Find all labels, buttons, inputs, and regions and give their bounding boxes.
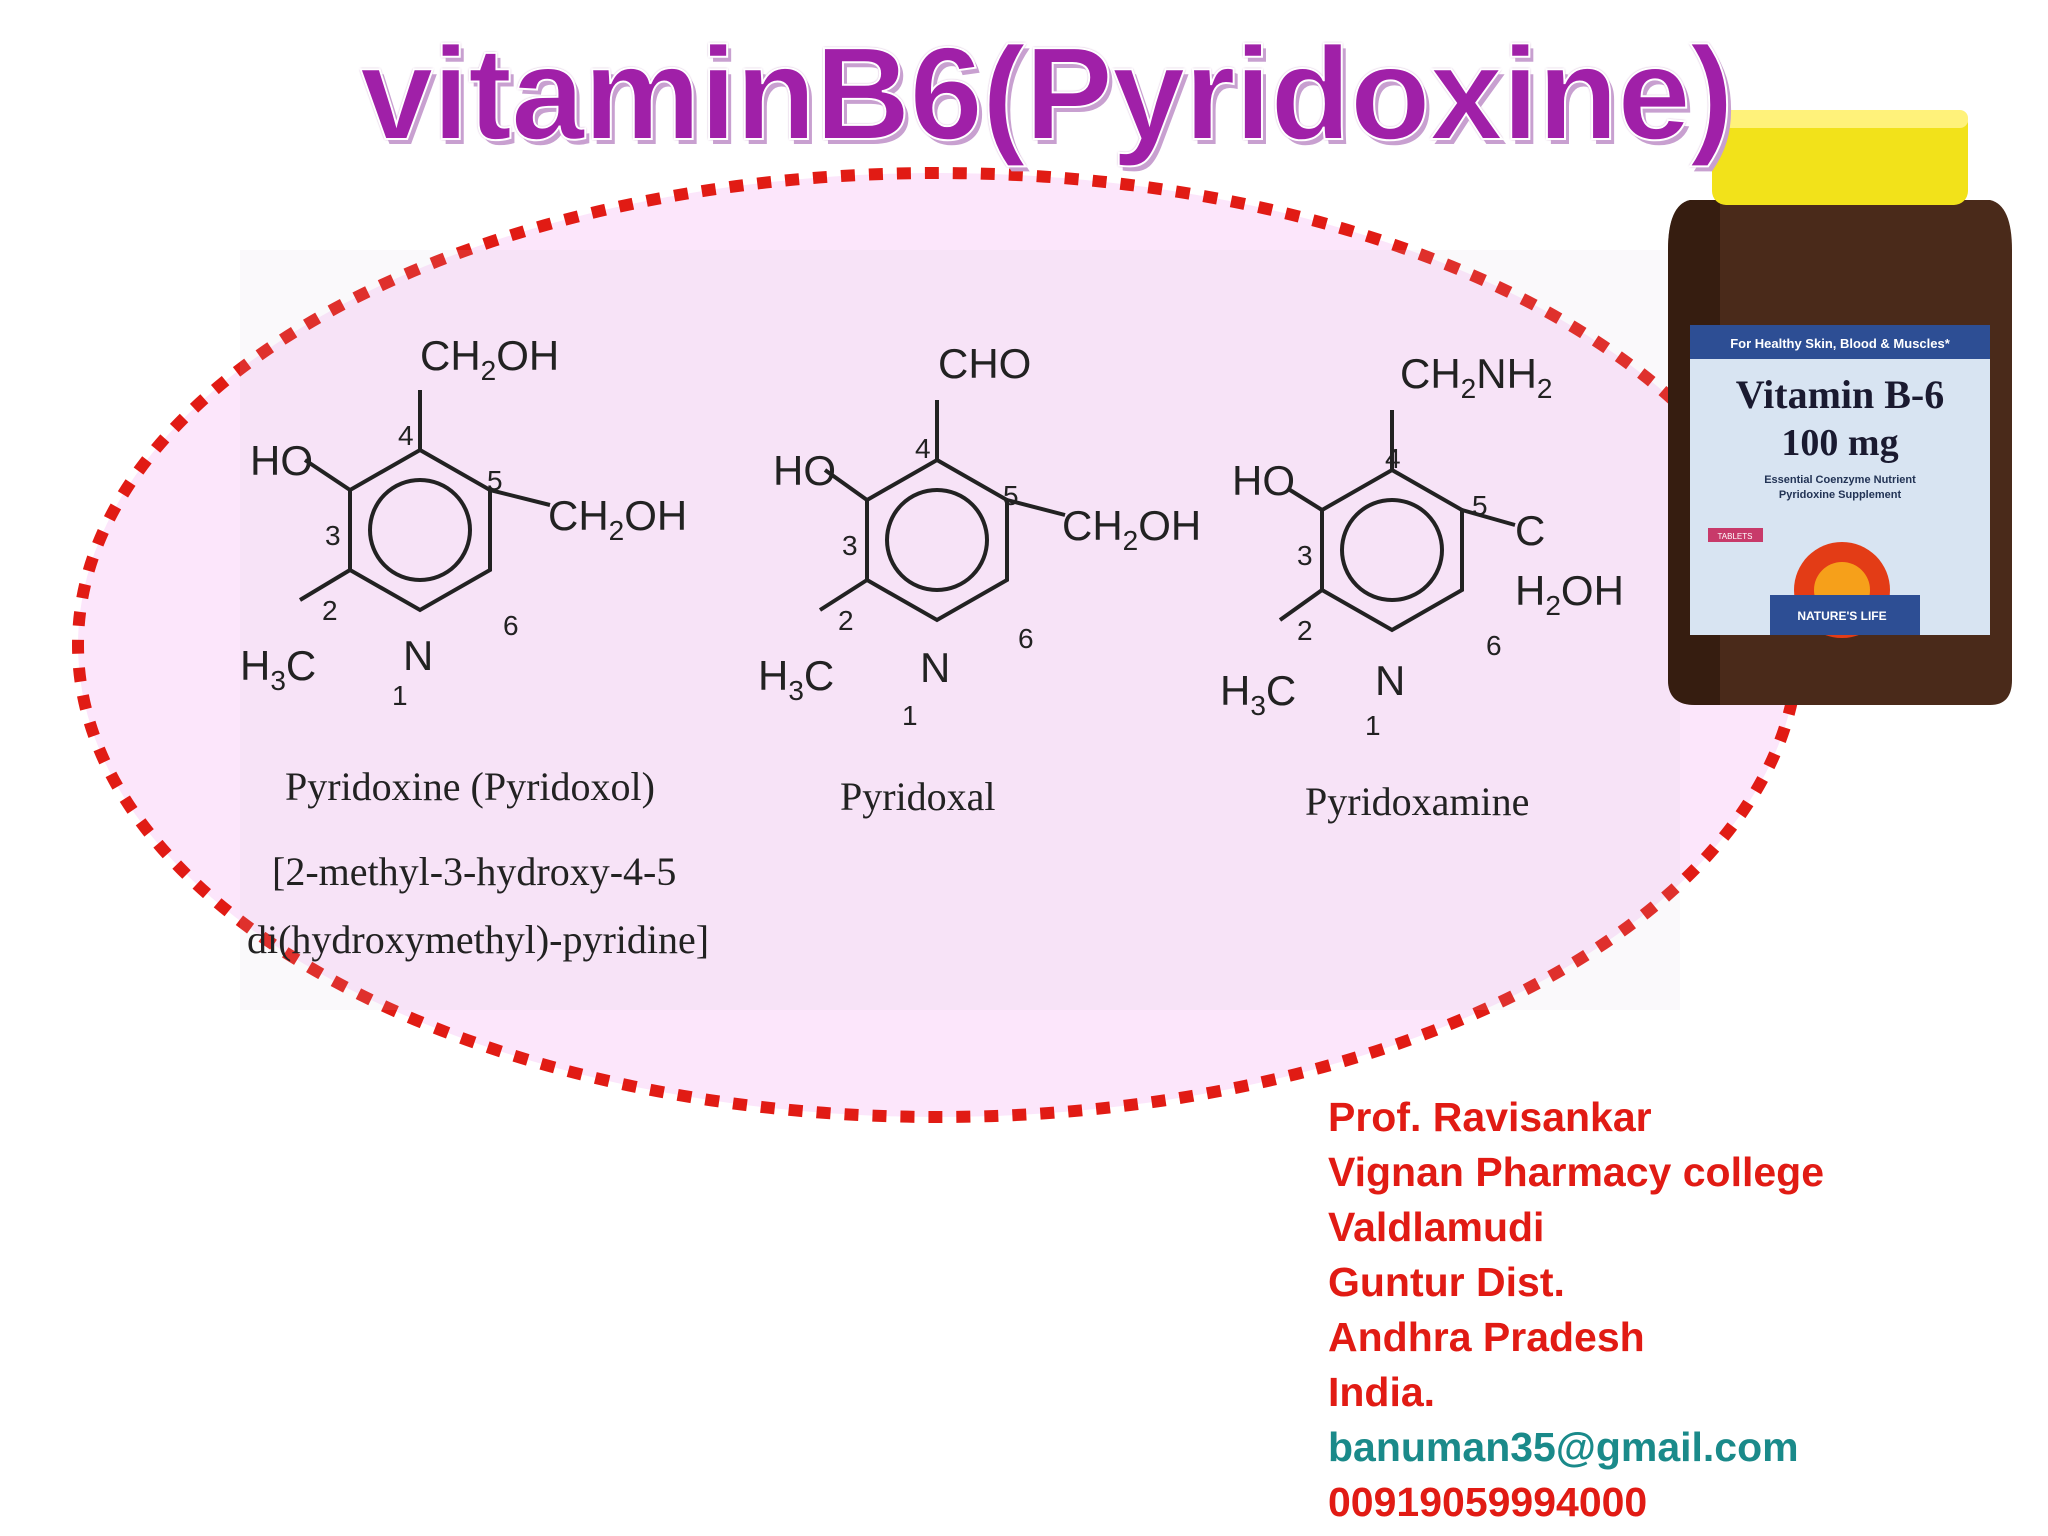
pyridoxal-c3-group: HO <box>773 447 836 494</box>
pyridoxine-iupac-line1: [2-methyl-3-hydroxy-4-5 <box>272 849 676 894</box>
pyridoxine-iupac-line2: di(hydroxymethyl)-pyridine] <box>247 917 709 962</box>
pyridoxine-c2-group: H3C <box>240 642 316 696</box>
author-place: Valdlamudi <box>1328 1204 1545 1250</box>
ring-number: 1 <box>1365 710 1381 741</box>
author-email[interactable]: banuman35@gmail.com <box>1328 1424 1799 1470</box>
author-info-block: Prof. Ravisankar Vignan Pharmacy college… <box>1328 1090 1824 1530</box>
ring-number: 5 <box>487 465 503 496</box>
bottle-subtitle-1: Essential Coenzyme Nutrient <box>1764 474 1916 486</box>
ring-number: 2 <box>1297 615 1313 646</box>
ring-number: 5 <box>1472 490 1488 521</box>
ring-number: 2 <box>838 605 854 636</box>
ring-number: 4 <box>1385 443 1401 474</box>
bottle-dose-text: 100 mg <box>1781 422 1898 464</box>
slide-title: vitaminB6(Pyridoxine) <box>359 19 1735 168</box>
pyridoxal-c4-group: CHO <box>938 340 1031 387</box>
bottle-subtitle-2: Pyridoxine Supplement <box>1779 489 1902 501</box>
ring-number: 3 <box>1297 540 1313 571</box>
author-name: Prof. Ravisankar <box>1328 1094 1652 1140</box>
bottle-banner-text: For Healthy Skin, Blood & Muscles* <box>1730 336 1951 351</box>
ring-number: 6 <box>1018 623 1034 654</box>
ring-number: 6 <box>503 610 519 641</box>
ring-number: 6 <box>1486 630 1502 661</box>
ring-number: 1 <box>902 700 918 731</box>
author-country: India. <box>1328 1369 1436 1415</box>
pyridoxal-c5-group: CH2OH <box>1062 502 1201 556</box>
ring-number: 3 <box>842 530 858 561</box>
pyridoxal-c2-group: H3C <box>758 652 834 706</box>
vitamin-bottle-image: For Healthy Skin, Blood & Muscles* Vitam… <box>1668 110 2012 705</box>
ring-number: 3 <box>325 520 341 551</box>
pyridoxine-c3-group: HO <box>250 437 313 484</box>
author-district: Guntur Dist. <box>1328 1259 1565 1305</box>
pyridoxamine-c3-group: HO <box>1232 457 1295 504</box>
author-state: Andhra Pradesh <box>1328 1314 1645 1360</box>
faint-background-text <box>240 250 1680 1010</box>
author-college: Vignan Pharmacy college <box>1328 1149 1825 1195</box>
pyridoxal-ring-n: N <box>920 644 950 691</box>
pyridoxamine-c5-group-line2: H2OH <box>1515 567 1624 621</box>
ring-number: 2 <box>322 595 338 626</box>
pyridoxal-name: Pyridoxal <box>840 774 996 819</box>
author-phone: 00919059994000 <box>1328 1479 1648 1525</box>
ring-number: 5 <box>1003 480 1019 511</box>
pyridoxamine-c4-group: CH2NH2 <box>1400 350 1553 404</box>
pyridoxine-ring-n: N <box>403 632 433 679</box>
bottle-tag-text: TABLETS <box>1718 532 1753 541</box>
ring-number: 4 <box>915 433 931 464</box>
pyridoxamine-c5-group-line1: C <box>1515 507 1545 554</box>
pyridoxamine-name: Pyridoxamine <box>1305 779 1529 824</box>
bottle-product-text: Vitamin B-6 <box>1736 372 1945 417</box>
ring-number: 4 <box>398 420 414 451</box>
bottle-cap <box>1712 110 1968 205</box>
pyridoxine-name: Pyridoxine (Pyridoxol) <box>285 764 655 809</box>
pyridoxamine-ring-n: N <box>1375 657 1405 704</box>
bottle-brand-text: NATURE'S LIFE <box>1797 609 1886 623</box>
ring-number: 1 <box>392 680 408 711</box>
pyridoxamine-structure: CH2NH2 C H2OH HO H3C N 1 2 3 4 5 6 Pyrid… <box>1220 350 1624 824</box>
pyridoxal-structure: CHO CH2OH HO H3C N 1 2 3 4 5 6 Pyridoxal <box>758 340 1201 819</box>
sun-logo-icon <box>1770 542 1920 638</box>
